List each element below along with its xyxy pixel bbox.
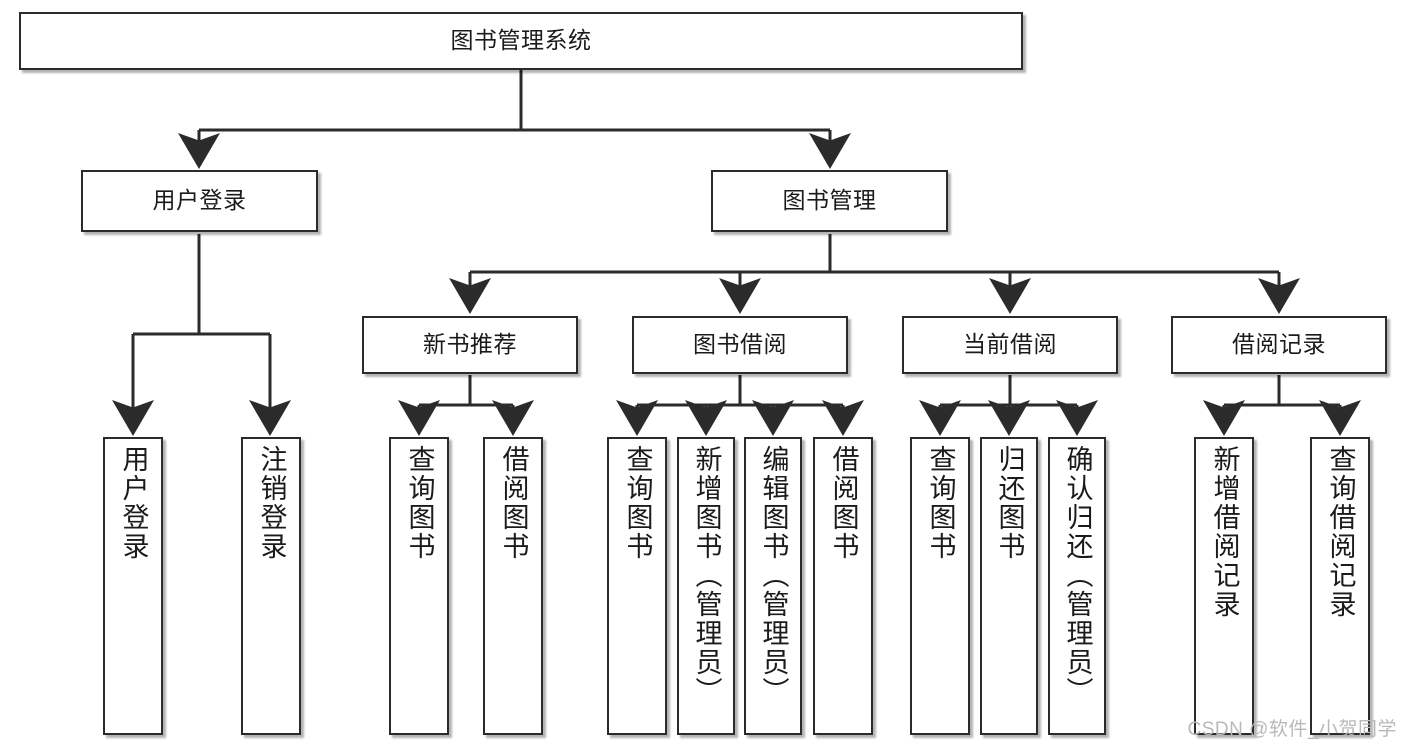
csdn-watermark: CSDN @软件_小贺同学 xyxy=(1187,719,1397,740)
node-leaf-user-logout[interactable]: 注销登录 xyxy=(241,437,301,735)
node-leaf-query-book-2[interactable]: 查询图书 xyxy=(607,437,667,735)
node-borrow-record-label: 借阅记录 xyxy=(1232,331,1326,358)
node-leaf-user-login[interactable]: 用户登录 xyxy=(103,437,163,735)
node-leaf-edit-book-label: 编辑图书（管理员） xyxy=(758,445,789,706)
node-current-borrow-label: 当前借阅 xyxy=(963,331,1057,358)
node-leaf-borrow-book-1-label: 借阅图书 xyxy=(498,445,529,561)
node-leaf-query-book-2-label: 查询图书 xyxy=(622,445,653,561)
node-leaf-borrow-book-1[interactable]: 借阅图书 xyxy=(483,437,543,735)
node-leaf-query-book-1-label: 查询图书 xyxy=(404,445,435,561)
node-leaf-confirm-return[interactable]: 确认归还（管理员） xyxy=(1048,437,1106,735)
node-leaf-query-book-1[interactable]: 查询图书 xyxy=(389,437,449,735)
node-new-book-recommend[interactable]: 新书推荐 xyxy=(362,316,578,374)
node-leaf-query-record-label: 查询借阅记录 xyxy=(1325,445,1356,619)
node-user-login-label: 用户登录 xyxy=(152,187,247,214)
node-leaf-user-logout-label: 注销登录 xyxy=(256,445,287,561)
node-borrow-record[interactable]: 借阅记录 xyxy=(1171,316,1387,374)
node-root-label: 图书管理系统 xyxy=(450,27,592,54)
node-leaf-query-record[interactable]: 查询借阅记录 xyxy=(1310,437,1370,735)
node-leaf-return-book-label: 归还图书 xyxy=(994,445,1025,561)
node-leaf-add-record[interactable]: 新增借阅记录 xyxy=(1194,437,1254,735)
node-book-borrow[interactable]: 图书借阅 xyxy=(632,316,848,374)
node-leaf-query-book-3-label: 查询图书 xyxy=(925,445,956,561)
node-book-management-label: 图书管理 xyxy=(782,187,877,214)
node-leaf-add-book[interactable]: 新增图书（管理员） xyxy=(677,437,735,735)
node-leaf-add-book-label: 新增图书（管理员） xyxy=(691,445,722,706)
node-book-management[interactable]: 图书管理 xyxy=(711,170,948,232)
node-leaf-borrow-book-2-label: 借阅图书 xyxy=(828,445,859,561)
node-leaf-return-book[interactable]: 归还图书 xyxy=(980,437,1038,735)
node-current-borrow[interactable]: 当前借阅 xyxy=(902,316,1118,374)
node-leaf-add-record-label: 新增借阅记录 xyxy=(1209,445,1240,619)
node-book-borrow-label: 图书借阅 xyxy=(693,331,787,358)
node-user-login[interactable]: 用户登录 xyxy=(81,170,318,232)
node-leaf-user-login-label: 用户登录 xyxy=(118,445,149,561)
node-leaf-confirm-return-label: 确认归还（管理员） xyxy=(1062,445,1093,706)
node-new-book-recommend-label: 新书推荐 xyxy=(423,331,517,358)
node-root[interactable]: 图书管理系统 xyxy=(19,12,1023,70)
node-leaf-edit-book[interactable]: 编辑图书（管理员） xyxy=(744,437,802,735)
node-leaf-borrow-book-2[interactable]: 借阅图书 xyxy=(813,437,873,735)
node-leaf-query-book-3[interactable]: 查询图书 xyxy=(910,437,970,735)
